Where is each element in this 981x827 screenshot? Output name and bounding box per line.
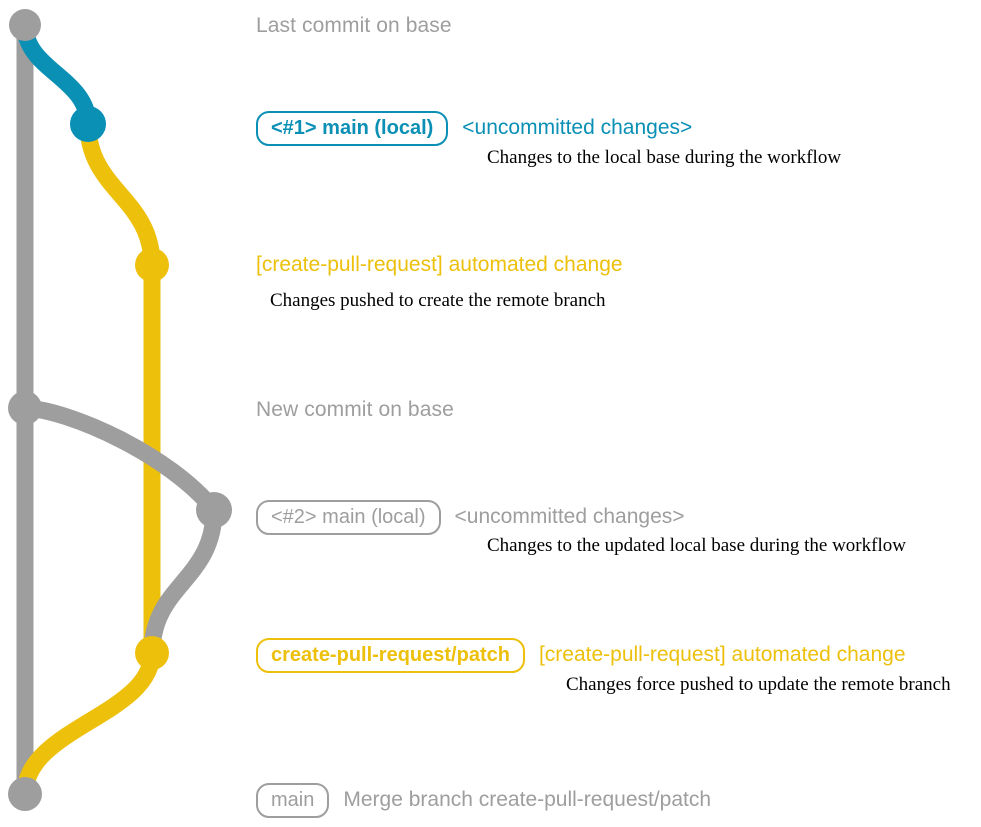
row-headline: New commit on base [256,398,454,421]
branch-badge-label: main [256,783,330,818]
row-merge-commit: main Merge branch create-pull-request/pa… [256,783,711,818]
row-headline: [create-pull-request] automated change [256,253,623,276]
node-base-new-commit [8,391,42,425]
row-subtext-local-commit-2: Changes to the updated local base during… [487,535,906,556]
row-local-commit-2: <#2> main (local) <uncommitted changes> [256,500,685,535]
node-merge-commit [8,777,42,811]
row-headline: Merge branch create-pull-request/patch [343,788,712,811]
row-subtext-local-commit-1: Changes to the local base during the wor… [487,147,842,168]
branch-badge-label: create-pull-request/patch [256,638,525,673]
row-subtext-remote-commit-2: Changes force pushed to update the remot… [566,674,951,695]
row-headline: <uncommitted changes> [454,505,685,528]
row-headline: <uncommitted changes> [462,116,693,139]
node-remote-commit-2 [135,636,169,670]
row-headline: [create-pull-request] automated change [538,643,906,666]
edge-local1-to-remote1 [79,115,161,274]
row-local-commit-1: <#1> main (local) <uncommitted changes> [256,111,692,146]
row-new-commit-on-base: New commit on base [256,399,454,420]
branch-badge-label: <#2> main (local) [256,500,441,535]
row-headline: Last commit on base [256,14,452,37]
node-local-commit-1 [70,106,106,142]
node-local-commit-2 [196,492,232,528]
edge-local2-to-remote2 [143,501,223,662]
branch-badge-main-local-1[interactable]: <#1> main (local) [256,111,449,146]
row-remote-commit-2: create-pull-request/patch [create-pull-r… [256,638,906,673]
row-remote-commit-1: [create-pull-request] automated change [256,254,623,275]
node-remote-commit-1 [135,248,169,282]
edge-base-to-local2 [16,399,223,519]
row-subtext-remote-commit-1: Changes pushed to create the remote bran… [270,290,606,311]
branch-badge-create-pull-request-patch[interactable]: create-pull-request/patch [256,638,525,673]
branch-badge-label: <#1> main (local) [256,111,449,146]
edge-remote2-to-merge [16,644,161,803]
row-last-commit-on-base: Last commit on base [256,15,452,36]
branch-badge-main-local-2[interactable]: <#2> main (local) [256,500,441,535]
node-base-head [9,9,41,41]
branch-badge-main[interactable]: main [256,783,330,818]
